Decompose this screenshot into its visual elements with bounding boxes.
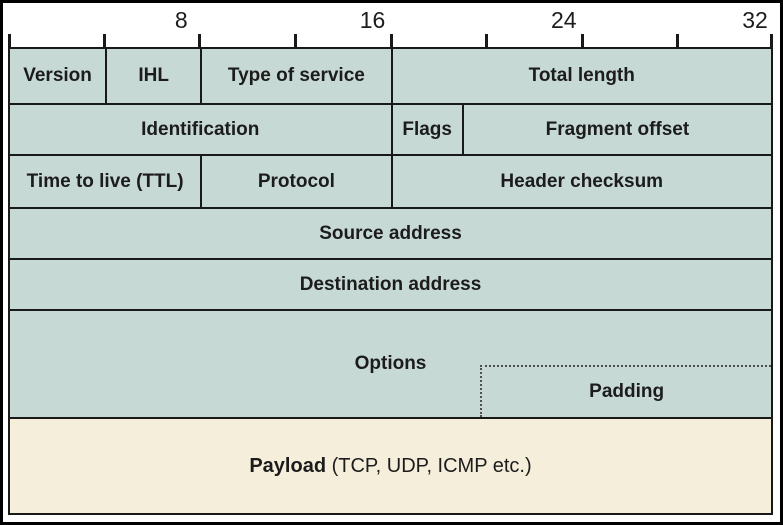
row-word-3: Time to live (TTL) Protocol Header check…: [10, 154, 771, 207]
field-version: Version: [10, 49, 106, 103]
field-fragment-offset: Fragment offset: [461, 105, 771, 154]
field-source-address: Source address: [10, 209, 771, 258]
bit-tick-0: [8, 34, 11, 47]
field-options: Options: [354, 353, 427, 374]
bit-tick-8: [198, 34, 202, 47]
payload-name: Payload: [249, 454, 327, 477]
bit-tick-28: [676, 34, 680, 47]
bit-tick-4: [102, 34, 106, 47]
bit-ruler: 8 16 24 32: [8, 3, 773, 47]
bit-tick-20: [485, 34, 489, 47]
row-word-4: Source address: [10, 207, 771, 258]
row-word-1: Version IHL Type of service Total length: [10, 49, 771, 103]
field-flags: Flags: [390, 105, 462, 154]
bit-label-32: 32: [742, 7, 768, 33]
row-options: Options Padding: [10, 309, 771, 417]
field-payload: Payload (TCP, UDP, ICMP etc.): [10, 419, 771, 513]
field-ihl: IHL: [105, 49, 201, 103]
bit-tick-24: [580, 34, 584, 47]
field-protocol: Protocol: [200, 156, 391, 207]
field-identification: Identification: [10, 105, 391, 154]
bit-label-8: 8: [174, 7, 188, 33]
field-header-checksum: Header checksum: [390, 156, 771, 207]
bit-tick-16: [389, 34, 393, 47]
field-destination-address: Destination address: [10, 260, 771, 309]
bit-label-16: 16: [359, 7, 386, 33]
field-ttl: Time to live (TTL): [10, 156, 201, 207]
bit-tick-32: [770, 34, 773, 47]
bit-tick-12: [293, 34, 297, 47]
field-type-of-service: Type of service: [200, 49, 391, 103]
bit-label-24: 24: [550, 7, 577, 33]
row-payload: Payload (TCP, UDP, ICMP etc.): [10, 417, 771, 513]
field-total-length: Total length: [390, 49, 771, 103]
row-word-5: Destination address: [10, 258, 771, 309]
field-padding: Padding: [480, 365, 771, 417]
row-word-2: Identification Flags Fragment offset: [10, 103, 771, 154]
header-table: Version IHL Type of service Total length…: [8, 47, 773, 515]
payload-detail: (TCP, UDP, ICMP etc.): [326, 454, 532, 477]
